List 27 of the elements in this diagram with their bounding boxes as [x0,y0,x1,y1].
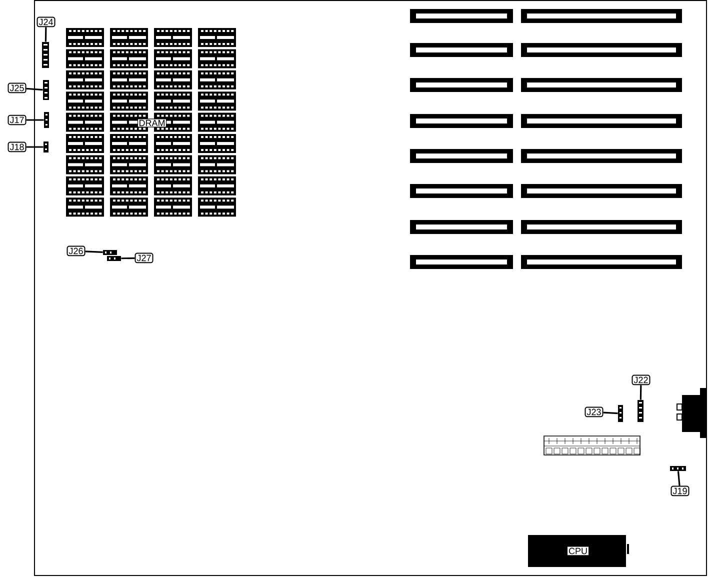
leader-line [44,27,47,42]
callout-label: J27 [134,252,154,264]
leader-line [26,119,44,121]
leader-line [121,257,135,260]
callout-label: J18 [8,142,26,152]
callout-label: J22 [632,374,650,386]
callout-label: J24 [36,16,56,28]
leader-line [640,385,642,400]
callout-label: J26 [66,246,86,256]
callout-label: J17 [8,114,26,126]
jumper [618,405,623,422]
jumper [44,142,48,152]
jumper [107,256,121,261]
jumper [638,400,644,422]
callout-label: J23 [584,406,604,418]
jumper [103,250,117,255]
callout-label: J25 [8,82,26,94]
leader-line [85,250,103,253]
jumper [670,466,686,471]
jumper [42,42,49,68]
leader-line [603,412,618,414]
jumper [43,80,49,100]
jumper [44,112,49,128]
leader-line [26,146,44,148]
callout-label: J19 [670,486,690,496]
leader-line [26,88,43,91]
leader-line [677,471,680,486]
